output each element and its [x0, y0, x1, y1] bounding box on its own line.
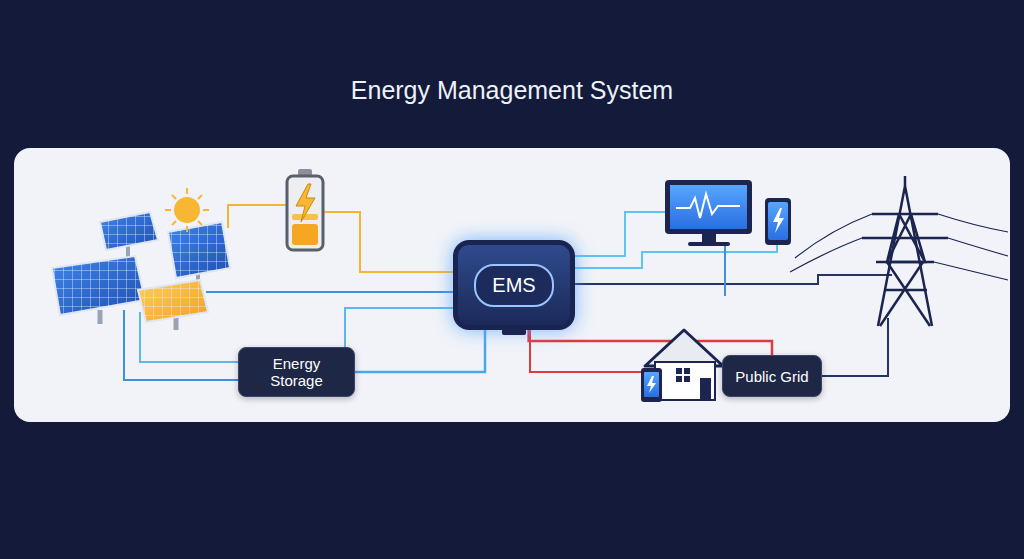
- diagram-title: Energy Management System: [0, 76, 1024, 105]
- storage-box: Energy Storage: [238, 347, 355, 397]
- connector: [529, 330, 772, 355]
- node-label: Energy Storage: [247, 355, 346, 389]
- node-label: EMS: [474, 264, 553, 307]
- device-stand: [502, 329, 526, 335]
- monitor-icon: [665, 180, 791, 246]
- ems-controller: EMS: [453, 240, 575, 330]
- pylon: [790, 176, 1008, 326]
- sun: [165, 188, 209, 232]
- grid-box: Public Grid: [722, 355, 822, 397]
- node-label: Public Grid: [735, 368, 808, 385]
- solar-panels: [52, 212, 230, 330]
- connector: [355, 330, 485, 372]
- battery-icon: [287, 169, 323, 250]
- panel: [14, 148, 1010, 422]
